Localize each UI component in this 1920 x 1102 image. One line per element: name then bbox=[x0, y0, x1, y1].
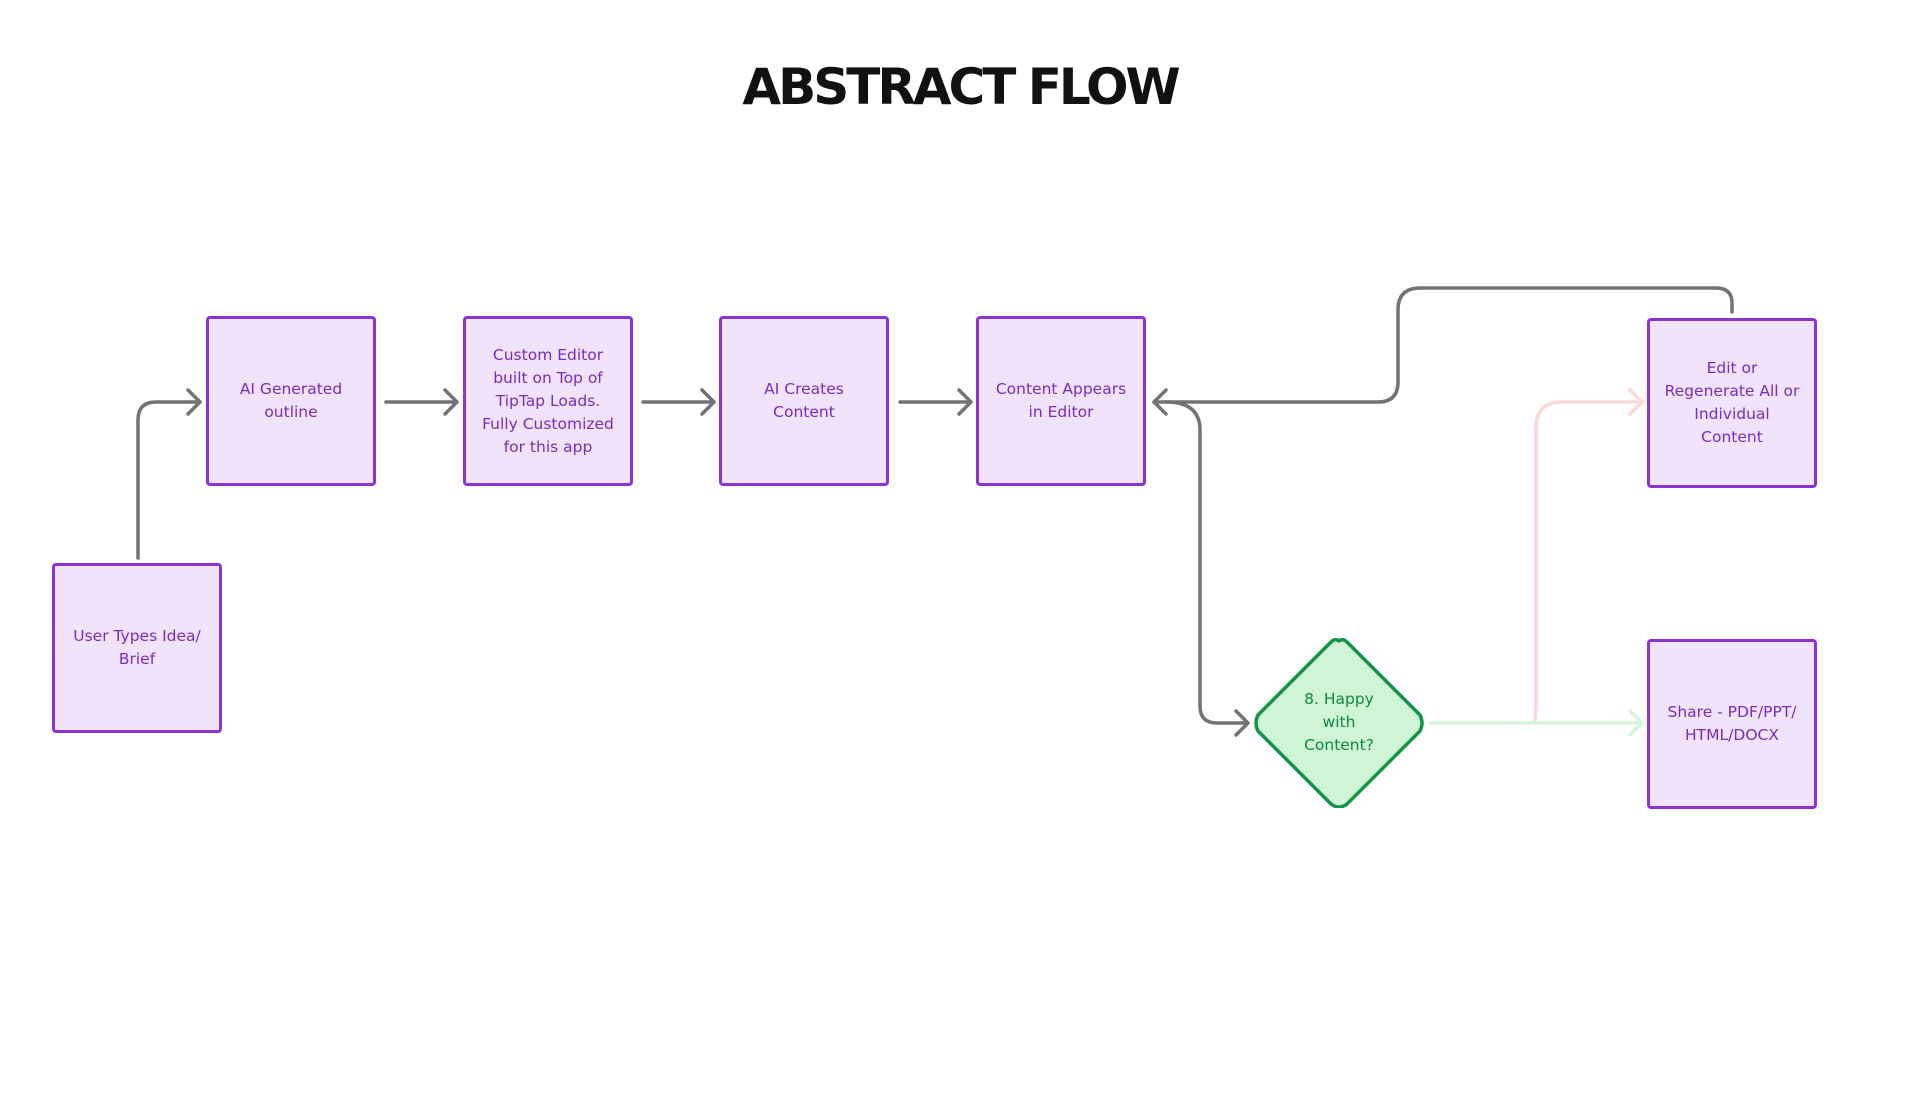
connector-appears-to-decision bbox=[1164, 400, 1248, 725]
arrowhead-edit bbox=[1628, 388, 1644, 416]
arrowhead-share bbox=[1628, 709, 1644, 737]
node-share-export-label: Share - PDF/PPT/ HTML/DOCX bbox=[1667, 703, 1797, 744]
node-edit-or-regenerate[interactable]: Edit or Regenerate All or Individual Con… bbox=[1647, 318, 1817, 488]
arrowhead-decision bbox=[1234, 709, 1250, 737]
connector-edit-loop-to-appears bbox=[1152, 286, 1734, 404]
node-content-appears[interactable]: Content Appears in Editor bbox=[976, 316, 1146, 486]
connector-idea-to-outline bbox=[136, 400, 200, 560]
decision-node-happy-with-content[interactable] bbox=[1254, 638, 1424, 808]
diagram-title: ABSTRACT FLOW bbox=[742, 58, 1180, 116]
node-user-types-idea-label: User Types Idea/ Brief bbox=[73, 627, 201, 668]
node-user-types-idea[interactable]: User Types Idea/ Brief bbox=[52, 563, 222, 733]
node-content-appears-label: Content Appears in Editor bbox=[995, 380, 1127, 421]
node-share-export[interactable]: Share - PDF/PPT/ HTML/DOCX bbox=[1647, 639, 1817, 809]
arrowhead-creates bbox=[700, 388, 716, 416]
connector-decision-to-edit bbox=[1532, 400, 1642, 724]
node-ai-creates-content[interactable]: AI Creates Content bbox=[719, 316, 889, 486]
decision-diamond-shape bbox=[1254, 638, 1424, 808]
arrowhead-appears bbox=[957, 388, 973, 416]
node-ai-generated-outline[interactable]: AI Generated outline bbox=[206, 316, 376, 486]
arrowhead-outline bbox=[186, 388, 202, 416]
node-edit-or-regenerate-label: Edit or Regenerate All or Individual Con… bbox=[1664, 359, 1800, 446]
node-ai-generated-outline-label: AI Generated outline bbox=[239, 380, 343, 421]
node-custom-editor-built[interactable]: Custom Editor built on Top of TipTap Loa… bbox=[463, 316, 633, 486]
node-ai-creates-content-label: AI Creates Content bbox=[764, 380, 844, 421]
arrowhead-appears-return bbox=[1152, 388, 1168, 416]
node-custom-editor-built-label: Custom Editor built on Top of TipTap Loa… bbox=[482, 345, 614, 456]
arrowhead-editor-built bbox=[443, 388, 459, 416]
